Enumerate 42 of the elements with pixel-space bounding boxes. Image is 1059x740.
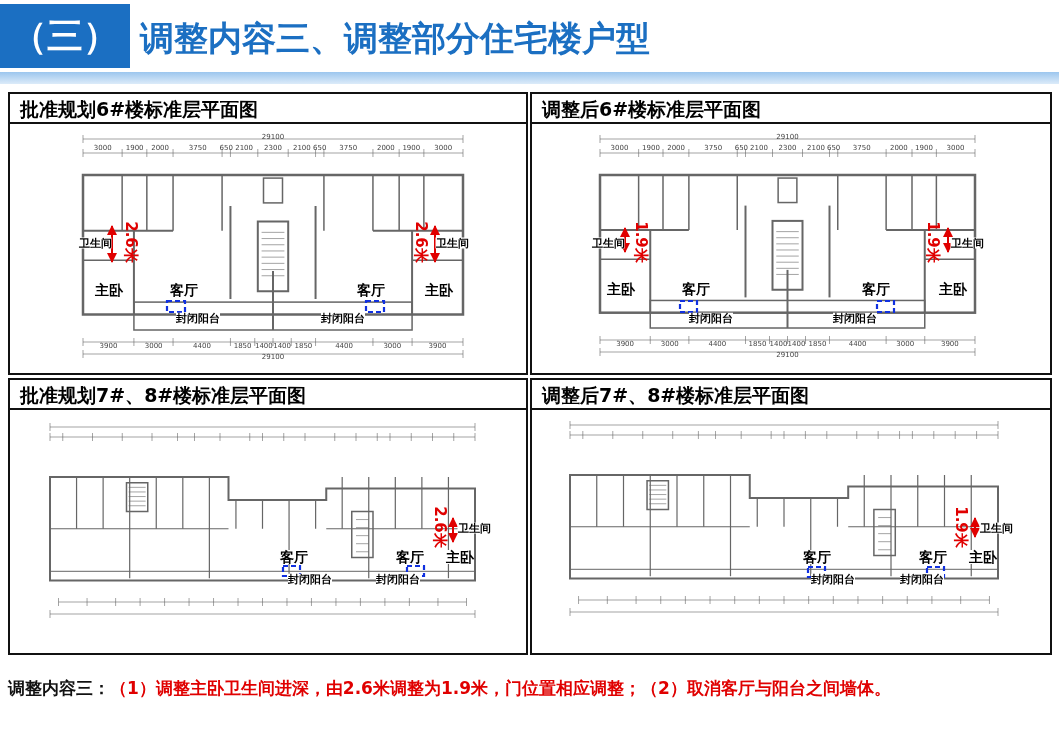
room-label: 客厅 <box>919 550 947 564</box>
dimension-text: 2.6米 <box>122 221 138 263</box>
room-label: 封闭阳台 <box>833 312 877 324</box>
room-label: 主卧 <box>425 283 453 297</box>
room-label: 客厅 <box>357 283 385 297</box>
panel-heading: 调整后7#、8#楼标准层平面图 <box>532 380 1050 410</box>
note-text: （1）调整主卧卫生间进深，由2.6米调整为1.9米，门位置相应调整；（2）取消客厅与阳台之间墙体。 <box>110 678 891 698</box>
room-label: 主卧 <box>607 282 635 296</box>
panel-heading: 批准规划7#、8#楼标准层平面图 <box>10 380 526 410</box>
room-label: 客厅 <box>396 550 424 564</box>
room-label: 主卧 <box>939 282 967 296</box>
section-number: （三） <box>11 18 119 54</box>
room-label: 主卧 <box>969 550 997 564</box>
dimension-text: 1.9米 <box>632 221 648 263</box>
room-label: 客厅 <box>803 550 831 564</box>
room-label: 封闭阳台 <box>900 573 944 585</box>
room-label: 封闭阳台 <box>689 312 733 324</box>
room-label: 卫生间 <box>457 522 491 534</box>
page-title: 调整内容三、调整部分住宅楼户型 <box>140 17 650 60</box>
room-label: 卫生间 <box>78 237 112 249</box>
dimension-text: 1.9米 <box>924 221 940 263</box>
panel-heading: 批准规划6#楼标准层平面图 <box>10 94 526 124</box>
room-label: 主卧 <box>95 283 123 297</box>
room-label: 封闭阳台 <box>811 573 855 585</box>
room-label: 客厅 <box>682 282 710 296</box>
room-label: 客厅 <box>280 550 308 564</box>
room-label: 主卧 <box>446 550 474 564</box>
dimension-text: 2.6米 <box>412 221 428 263</box>
room-label: 客厅 <box>170 283 198 297</box>
panel-heading: 调整后6#楼标准层平面图 <box>532 94 1050 124</box>
room-label: 封闭阳台 <box>288 573 332 585</box>
room-label: 卫生间 <box>435 237 469 249</box>
dimension-text: 2.6米 <box>431 506 447 548</box>
room-label: 封闭阳台 <box>376 573 420 585</box>
dimension-text: 1.9米 <box>952 506 968 548</box>
room-label: 封闭阳台 <box>321 312 365 324</box>
room-label: 封闭阳台 <box>176 312 220 324</box>
room-label: 客厅 <box>862 282 890 296</box>
room-label: 卫生间 <box>950 237 984 249</box>
room-label: 卫生间 <box>979 522 1013 534</box>
note-text: 调整内容三： <box>8 678 110 698</box>
room-label: 卫生间 <box>591 237 625 249</box>
